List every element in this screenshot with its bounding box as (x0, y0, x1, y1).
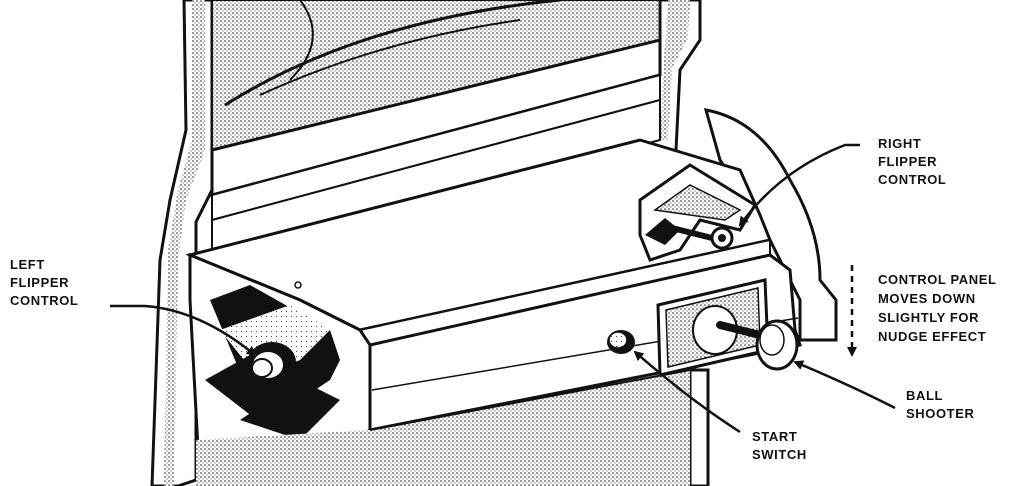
start-switch (607, 330, 635, 354)
label-left-flipper-control: LEFT FLIPPER CONTROL (10, 256, 78, 310)
label-control-panel-nudge: CONTROL PANEL MOVES DOWN SLIGHTLY FOR NU… (878, 270, 997, 346)
label-right-flipper-control: RIGHT FLIPPER CONTROL (878, 135, 946, 189)
left-flipper-button (248, 342, 296, 382)
ball-shooter-leader (795, 362, 895, 408)
label-start-switch: START SWITCH (752, 428, 807, 464)
label-ball-shooter: BALL SHOOTER (906, 387, 974, 423)
